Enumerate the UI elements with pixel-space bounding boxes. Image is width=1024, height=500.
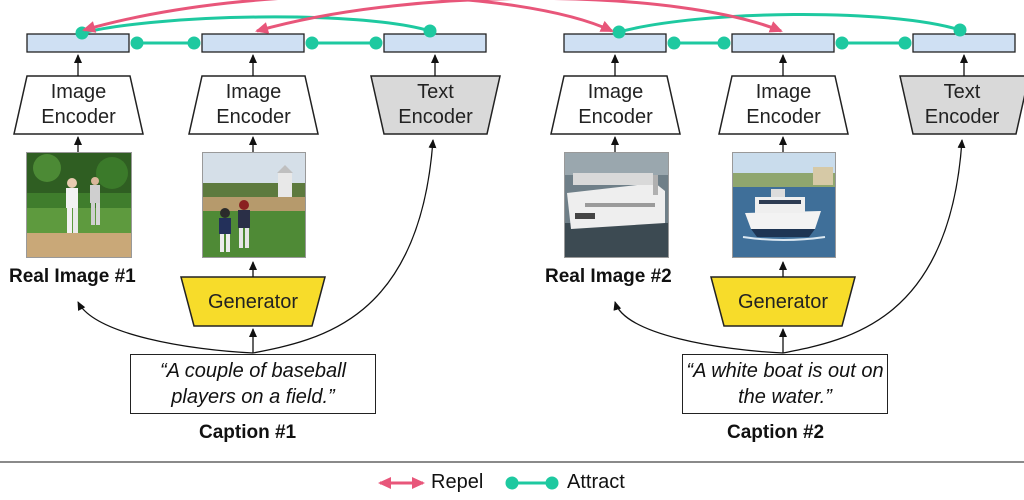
embedding-bar-text-1 [383, 33, 487, 53]
caption-text: “A white boat is out on the water.” [686, 360, 884, 408]
image-encoder-real-2: Image Encoder [551, 77, 680, 133]
image-encoder-label: Image Encoder [746, 81, 821, 128]
caption-label-1: Caption #1 [199, 422, 297, 443]
text-encoder-2: Text Encoder [900, 77, 1024, 133]
text-encoder-shape-1 [370, 75, 501, 135]
real-image-2 [564, 152, 669, 258]
image-encoder-generated-2: Image Encoder [719, 77, 848, 133]
image-encoder-label: Image Encoder [216, 81, 291, 128]
generator-shape-2 [710, 276, 856, 327]
legend-repel-label: Repel [431, 471, 484, 493]
caption-label-2: Caption #2 [727, 422, 825, 443]
text-encoder-shape-2 [899, 75, 1024, 135]
image-encoder-shape-1a [13, 75, 144, 135]
embedding-bar-generated-2 [731, 33, 835, 53]
real-image-label-2: Real Image #2 [545, 266, 672, 287]
image-encoder-label: Image Encoder [578, 81, 653, 128]
generated-image-1 [202, 152, 306, 258]
embedding-bar-generated-1 [201, 33, 305, 53]
embedding-bar-text-2 [912, 33, 1016, 53]
generated-image-2 [732, 152, 836, 258]
image-encoder-shape-2b [718, 75, 849, 135]
text-encoder-label: Text Encoder [398, 81, 473, 128]
image-encoder-shape-2a [550, 75, 681, 135]
text-encoder-1: Text Encoder [371, 77, 500, 133]
image-encoder-label: Image Encoder [41, 81, 116, 128]
generator-2: Generator [711, 278, 855, 326]
image-encoder-real-1: Image Encoder [14, 77, 143, 133]
repel-links [82, 0, 783, 34]
caption-box-2: “A white boat is out on the water.” [682, 354, 888, 414]
real-image-1 [26, 152, 132, 258]
generator-label: Generator [737, 290, 829, 313]
image-encoder-generated-1: Image Encoder [189, 77, 318, 133]
text-encoder-label: Text Encoder [924, 81, 1000, 128]
legend-attract-label: Attract [567, 471, 625, 493]
generator-1: Generator [181, 278, 325, 326]
caption-box-1: “A couple of baseball players on a field… [130, 354, 376, 414]
real-image-label-1: Real Image #1 [9, 266, 136, 287]
generator-shape-1 [180, 276, 326, 327]
generator-label: Generator [207, 290, 299, 313]
attract-legend-icon [505, 476, 559, 490]
caption-text: “A couple of baseball players on a field… [159, 360, 347, 408]
image-encoder-shape-1b [188, 75, 319, 135]
